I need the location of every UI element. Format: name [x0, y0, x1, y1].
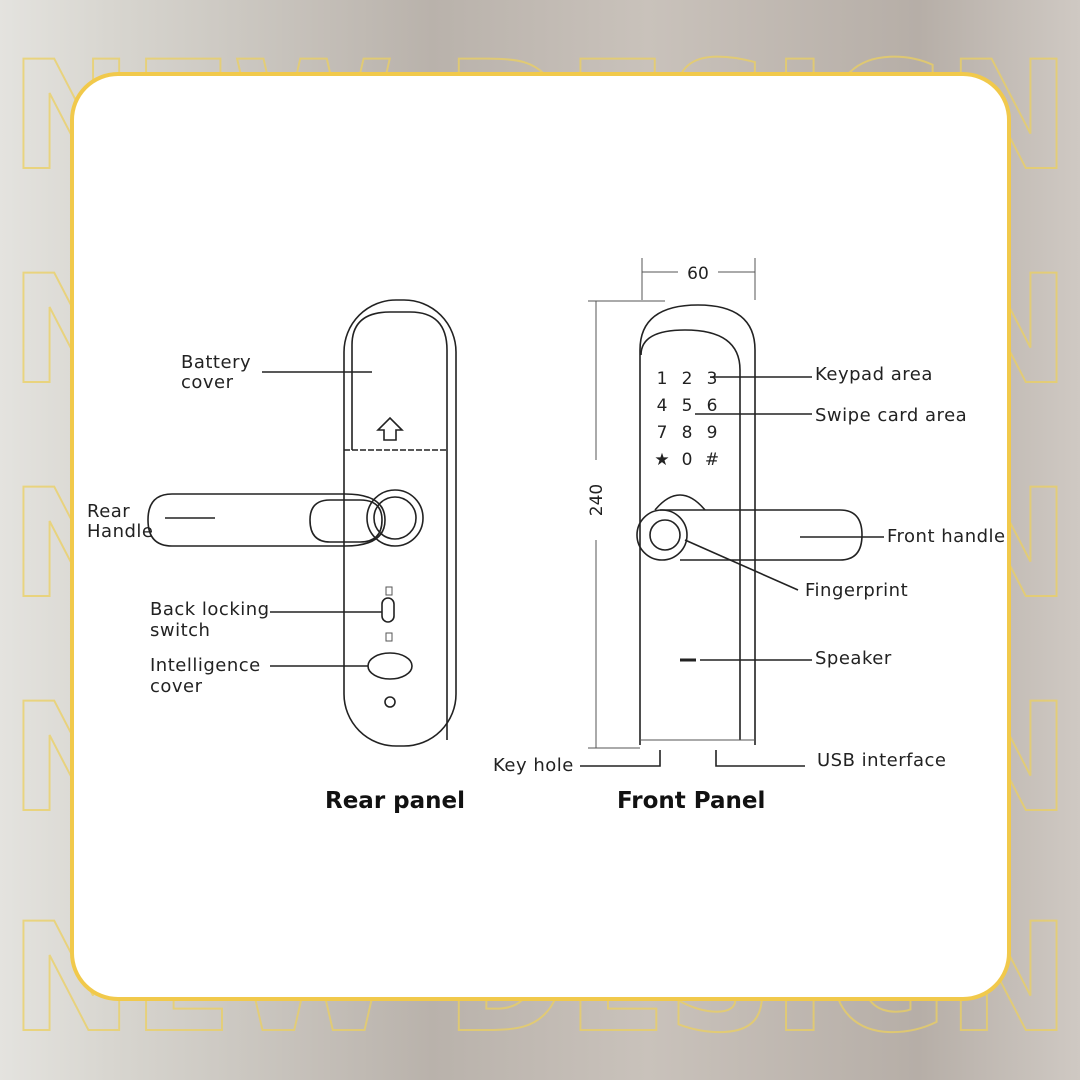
key-hole — [384, 696, 396, 708]
key-7: 7 — [657, 423, 668, 443]
key-9: 9 — [707, 423, 718, 443]
key-8: 8 — [682, 423, 693, 443]
key-1: 1 — [657, 369, 668, 389]
label-rear-handle: Handle — [87, 521, 153, 542]
label-rear-handle: Rear — [87, 501, 130, 522]
key-4: 4 — [657, 396, 668, 416]
dimension-width: 60 — [687, 264, 709, 284]
key-6: 6 — [707, 396, 718, 416]
lock-icon — [385, 586, 393, 596]
label-back-locking-switch: Back locking — [150, 599, 270, 620]
front-panel-title: Front Panel — [617, 788, 765, 814]
label-intelligence-cover: cover — [150, 676, 203, 697]
back-locking-switch — [381, 597, 395, 623]
label-battery-cover: cover — [181, 372, 234, 393]
key-5: 5 — [682, 396, 693, 416]
rear-panel-title: Rear panel — [325, 788, 465, 814]
key-2: 2 — [682, 369, 693, 389]
keypad: 1 2 3 4 5 6 7 8 9 ★ 0 # — [654, 369, 719, 470]
label-front-handle: Front handle — [887, 526, 1006, 547]
rear-panel-drawing — [147, 299, 457, 747]
arrow-up-icon — [376, 416, 404, 441]
unlock-icon — [385, 632, 393, 642]
front-handle — [660, 509, 863, 561]
label-usb-interface: USB interface — [817, 750, 946, 771]
key-3: 3 — [707, 369, 718, 389]
dimension-height: 240 — [587, 484, 607, 516]
label-keypad-area: Keypad area — [815, 364, 933, 385]
key-hash: # — [705, 450, 719, 470]
front-panel-drawing — [580, 258, 884, 767]
label-speaker: Speaker — [815, 648, 892, 669]
label-fingerprint: Fingerprint — [805, 580, 908, 601]
intelligence-cover — [367, 652, 413, 680]
label-intelligence-cover: Intelligence — [150, 655, 261, 676]
label-key-hole: Key hole — [493, 755, 574, 776]
key-star: ★ — [654, 450, 669, 470]
label-battery-cover: Battery — [181, 352, 251, 373]
rear-handle — [147, 493, 386, 547]
key-0: 0 — [682, 450, 693, 470]
label-back-locking-switch: switch — [150, 620, 210, 641]
fingerprint-sensor — [649, 519, 681, 551]
label-swipe-card-area: Swipe card area — [815, 405, 967, 426]
